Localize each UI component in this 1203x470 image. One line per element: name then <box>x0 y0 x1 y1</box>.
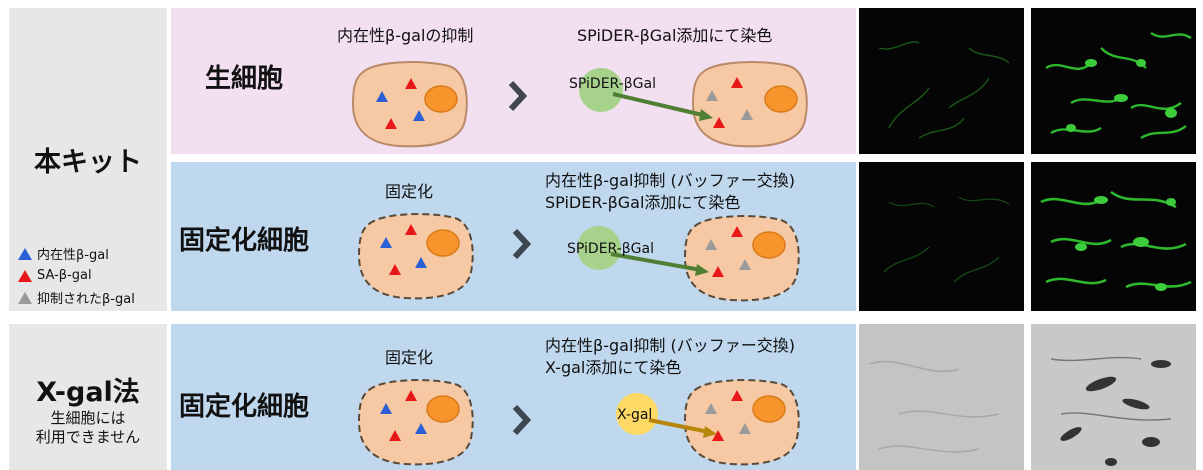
xgal-label-panel <box>9 324 167 470</box>
fixed-cell-diagram-after <box>683 215 800 302</box>
row-live-cells: 生細胞 内在性β-galの抑制 SPiDER-βGal添加にて染色 SPiDER… <box>171 8 856 154</box>
step2-label-line1: 内在性β-gal抑制 (バッファー交換) <box>545 171 795 190</box>
step2-label-line2: X-gal添加にて染色 <box>545 358 682 377</box>
legend: 内在性β-gal SA-β-gal 抑制されたβ-gal <box>17 244 135 307</box>
chevron-right-icon <box>512 404 531 436</box>
chevron-right-icon <box>508 80 527 112</box>
red-triangle-icon <box>18 269 32 282</box>
probe-diagram: SPiDER-βGal <box>569 68 713 121</box>
row-label: 固定化細胞 <box>179 392 310 422</box>
step2-label: SPiDER-βGal添加にて染色 <box>577 26 773 45</box>
xgal-title: X-gal法 <box>36 377 140 408</box>
micrograph-xgal-control <box>859 324 1024 470</box>
probe-diagram: SPiDER-βGal <box>567 226 709 276</box>
xgal-note: 生細胞には 利用できません <box>9 409 167 447</box>
micrograph-live-stained <box>1031 8 1196 154</box>
row-label: 生細胞 <box>205 64 284 94</box>
fixed-cell-diagram-before <box>357 213 474 300</box>
micrograph-fixed-control <box>859 162 1024 311</box>
step1-label: 固定化 <box>385 348 434 367</box>
legend-item-inhibited: 抑制されたβ-gal <box>17 288 135 307</box>
legend-label: 内在性β-gal <box>37 248 109 263</box>
blue-triangle-icon <box>18 247 32 260</box>
micrograph-xgal-stained <box>1031 324 1196 470</box>
legend-label: SA-β-gal <box>37 268 92 283</box>
probe-label: X-gal <box>617 407 652 423</box>
legend-item-endogenous: 内在性β-gal <box>17 244 135 263</box>
row-fixed-cells-kit: 固定化細胞 固定化 内在性β-gal抑制 (バッファー交換) SPiDER-βG… <box>171 162 856 311</box>
legend-item-sa: SA-β-gal <box>17 268 135 283</box>
row-label: 固定化細胞 <box>179 226 310 256</box>
cell-diagram-before <box>351 61 468 148</box>
chevron-right-icon <box>512 228 531 260</box>
kit-title: 本キット <box>34 147 142 178</box>
gray-triangle-icon <box>18 291 32 304</box>
xgal-note-line: 生細胞には <box>50 409 126 427</box>
probe-label: SPiDER-βGal <box>567 241 654 257</box>
xgal-note-line: 利用できません <box>35 428 141 446</box>
step1-label: 固定化 <box>385 182 434 201</box>
micrograph-live-control <box>859 8 1024 154</box>
legend-label: 抑制されたβ-gal <box>37 292 135 307</box>
probe-diagram: X-gal <box>616 393 717 438</box>
cell-diagram-after <box>691 61 808 148</box>
fixed-cell-diagram-after <box>683 379 800 466</box>
micrograph-fixed-stained <box>1031 162 1196 311</box>
step2-label-line1: 内在性β-gal抑制 (バッファー交換) <box>545 336 795 355</box>
step2-label-line2: SPiDER-βGal添加にて染色 <box>545 193 741 212</box>
kit-label-panel <box>9 8 167 311</box>
probe-label: SPiDER-βGal <box>569 76 656 92</box>
step1-label: 内在性β-galの抑制 <box>337 26 474 45</box>
fixed-cell-diagram-before <box>357 379 474 466</box>
row-fixed-cells-xgal: 固定化細胞 固定化 内在性β-gal抑制 (バッファー交換) X-gal添加にて… <box>171 324 856 470</box>
